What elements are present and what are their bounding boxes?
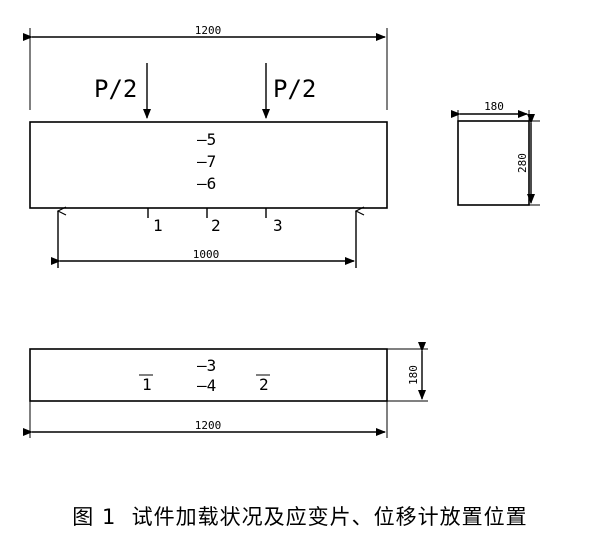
plan-length-label: 1200 <box>195 419 222 432</box>
load-right-label: P/2 <box>273 75 316 103</box>
beam-elevation: 1200 P/2 P/2 —5 —7 —6 1 2 3 <box>23 24 388 268</box>
figure-caption: 图 1 试件加载状况及应变片、位移计放置位置 <box>72 505 527 529</box>
displacement-meter-2: 2 <box>259 375 269 394</box>
load-right: P/2 <box>262 63 316 119</box>
load-left-label: P/2 <box>94 75 137 103</box>
plan-body <box>29 348 388 402</box>
span-dimension: 1000 <box>51 248 355 265</box>
plan-width-label: 180 <box>407 365 420 385</box>
beam-plan: —3 —4 1 2 180 1200 <box>23 342 428 438</box>
span-label: 1000 <box>193 248 220 261</box>
section-width-label: 180 <box>484 100 504 113</box>
gauge-3-plan: —3 <box>197 356 216 375</box>
beam-body <box>29 121 388 209</box>
gauge-2: 2 <box>211 216 221 235</box>
gauge-1: 1 <box>153 216 163 235</box>
cross-section: 180 280 <box>451 100 540 206</box>
total-length-dimension: 1200 <box>23 24 388 110</box>
gauge-6: —6 <box>197 174 216 193</box>
gauge-7: —7 <box>197 152 216 171</box>
load-left: P/2 <box>94 63 151 119</box>
section-height-label: 280 <box>516 153 529 173</box>
bottom-gauges: 1 2 3 <box>147 208 283 235</box>
displacement-meter-1: 1 <box>142 375 152 394</box>
gauge-3: 3 <box>273 216 283 235</box>
total-length-label: 1200 <box>195 24 222 37</box>
gauge-4-plan: —4 <box>197 376 216 395</box>
gauge-5: —5 <box>197 130 216 149</box>
